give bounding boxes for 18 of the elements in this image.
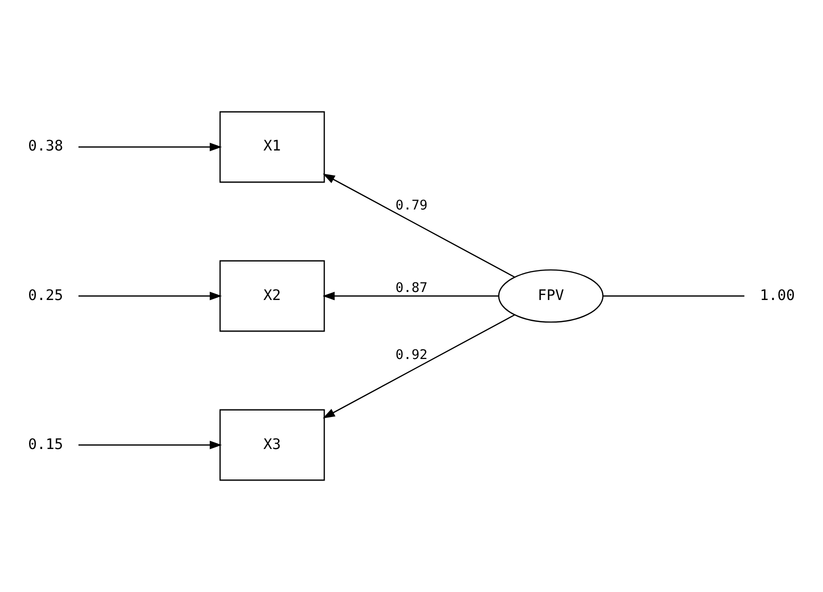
connector (603, 295, 744, 297)
node-box: X1 (219, 111, 325, 183)
node-box: X2 (219, 260, 325, 332)
edge-label: 0.79 (395, 198, 428, 214)
arrow (322, 174, 515, 278)
arrow (322, 292, 498, 300)
arrow (78, 292, 222, 300)
edge-label: 0.87 (395, 281, 428, 296)
arrow (78, 142, 222, 152)
node-text: 0.38 (28, 138, 64, 155)
node-box: X3 (219, 409, 325, 481)
node-ellipse: FPV (498, 269, 604, 323)
edge-label: 0.92 (395, 348, 428, 363)
node-text: 0.25 (28, 288, 64, 304)
node-text: 1.00 (760, 288, 795, 304)
arrow (322, 314, 515, 418)
node-text: 0.15 (28, 436, 64, 453)
arrow (78, 440, 222, 450)
